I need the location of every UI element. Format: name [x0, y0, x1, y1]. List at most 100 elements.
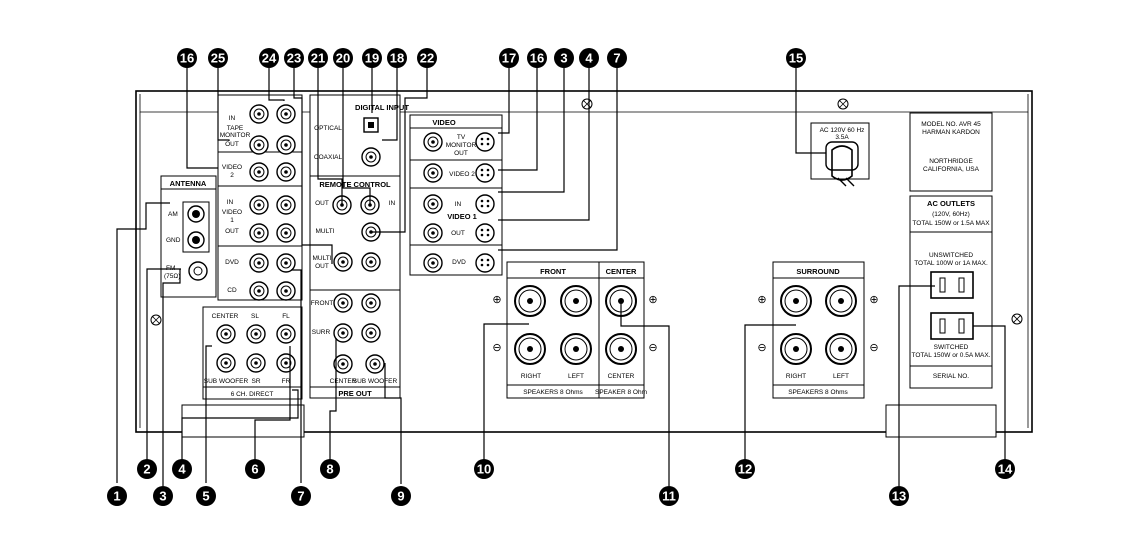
jack-pin — [341, 301, 345, 305]
tape-in-label: IN — [229, 115, 236, 122]
callout-marker: 10 — [474, 459, 494, 479]
video1-video-label: VIDEO 1 — [447, 212, 477, 221]
callout-disc — [417, 48, 437, 68]
s-video-jack[interactable] — [475, 132, 495, 152]
callout-disc — [735, 459, 755, 479]
speaker-binding-post[interactable] — [605, 333, 637, 365]
six-channel-jacks — [216, 324, 296, 373]
six-ch-jack[interactable] — [216, 324, 236, 344]
rca-jack-left[interactable] — [249, 223, 269, 243]
leader-line — [181, 389, 299, 469]
composite-video-jack[interactable] — [423, 132, 443, 152]
unswitched-label: UNSWITCHED — [929, 252, 973, 259]
callout-disc — [245, 459, 265, 479]
video1-label: VIDEO — [222, 209, 242, 216]
six-ch-jack[interactable] — [276, 324, 296, 344]
callout-number: 15 — [789, 51, 803, 66]
pre-out-front-jack-right[interactable] — [361, 293, 381, 313]
coaxial-input-jack[interactable] — [361, 147, 381, 167]
unswitched-outlet[interactable] — [930, 271, 974, 299]
callout-marker: 11 — [659, 486, 679, 506]
callout-number: 14 — [998, 462, 1013, 477]
six-ch-fr-label: FR — [282, 378, 291, 385]
multi-out-jack-left[interactable] — [333, 252, 353, 272]
rca-jack-right[interactable] — [276, 104, 296, 124]
model-number: MODEL NO. AVR 45 — [921, 121, 981, 128]
rca-jack-left[interactable] — [249, 104, 269, 124]
speaker-binding-post[interactable] — [780, 333, 812, 365]
six-ch-jack[interactable] — [276, 353, 296, 373]
switched-label: SWITCHED — [934, 344, 969, 351]
callout-number: 13 — [892, 489, 906, 504]
pre-out-surr-jack-right[interactable] — [361, 323, 381, 343]
fm-jack-core — [193, 266, 203, 276]
composite-video-jack[interactable] — [423, 194, 443, 214]
video1-in-label: IN — [227, 199, 234, 206]
video-dvd-label: DVD — [452, 259, 466, 266]
multi-out-jack-right[interactable] — [361, 252, 381, 272]
jack-ring — [475, 163, 495, 183]
callout-number: 24 — [262, 51, 277, 66]
rca-jack-left[interactable] — [249, 135, 269, 155]
jack-pin — [480, 228, 484, 232]
composite-video-jack[interactable] — [423, 163, 443, 183]
s-video-jack[interactable] — [475, 194, 495, 214]
callout-number: 23 — [287, 51, 301, 66]
speaker-binding-post[interactable] — [825, 285, 857, 317]
rca-jack-left[interactable] — [249, 195, 269, 215]
am-label: AM — [168, 211, 178, 218]
rca-jack-right[interactable] — [276, 162, 296, 182]
speaker-binding-post[interactable] — [780, 285, 812, 317]
pre-out-sub-jack[interactable] — [365, 354, 385, 374]
six-ch-jack[interactable] — [246, 324, 266, 344]
callout-number: 3 — [560, 51, 567, 66]
video1-number: 1 — [230, 217, 234, 224]
surround-spk-impedance: SPEAKERS 8 Ohms — [788, 389, 848, 396]
rca-jack-right[interactable] — [276, 281, 296, 301]
jack-pin — [486, 142, 490, 146]
jack-pin — [257, 170, 261, 174]
jack-pin — [431, 261, 435, 265]
switched-spec: TOTAL 150W or 0.5A MAX. — [912, 352, 991, 359]
s-video-jack[interactable] — [475, 163, 495, 183]
composite-video-jack[interactable] — [423, 223, 443, 243]
s-video-jack[interactable] — [475, 253, 495, 273]
pre-out-center-jack[interactable] — [333, 354, 353, 374]
screw — [581, 98, 593, 110]
pre-out-sub-label: SUB WOOFER — [353, 378, 398, 385]
rca-jack-right[interactable] — [276, 223, 296, 243]
switched-outlet[interactable] — [930, 312, 974, 340]
jack-pin — [224, 361, 228, 365]
callout-disc — [107, 486, 127, 506]
speaker-binding-post[interactable] — [560, 333, 592, 365]
rca-jack-right[interactable] — [276, 195, 296, 215]
speaker-binding-post[interactable] — [560, 285, 592, 317]
video2-number: 2 — [230, 172, 234, 179]
callout-number: 5 — [202, 489, 209, 504]
leader-line — [498, 67, 538, 171]
six-ch-center-label: CENTER — [212, 313, 239, 320]
callout-number: 3 — [159, 489, 166, 504]
six-ch-jack[interactable] — [246, 353, 266, 373]
speaker-binding-post[interactable] — [514, 333, 546, 365]
rca-jack-left[interactable] — [249, 253, 269, 273]
leader-line — [254, 346, 291, 468]
s-video-jack[interactable] — [475, 223, 495, 243]
six-ch-fl-label: FL — [282, 313, 290, 320]
jack-pin — [257, 203, 261, 207]
leader-line — [498, 67, 565, 193]
six-ch-jack[interactable] — [216, 353, 236, 373]
composite-video-jack[interactable] — [423, 253, 443, 273]
rca-jack-left[interactable] — [249, 162, 269, 182]
speaker-binding-post[interactable] — [825, 333, 857, 365]
jack-pin — [284, 332, 288, 336]
rca-jack-right[interactable] — [276, 253, 296, 273]
rca-jack-left[interactable] — [249, 281, 269, 301]
speaker-binding-post[interactable] — [514, 285, 546, 317]
rca-jack-right[interactable] — [276, 135, 296, 155]
pre-out-surr-jack-left[interactable] — [333, 323, 353, 343]
pre-out-front-jack-left[interactable] — [333, 293, 353, 313]
leader-line — [371, 67, 428, 233]
callout-number: 4 — [585, 51, 593, 66]
